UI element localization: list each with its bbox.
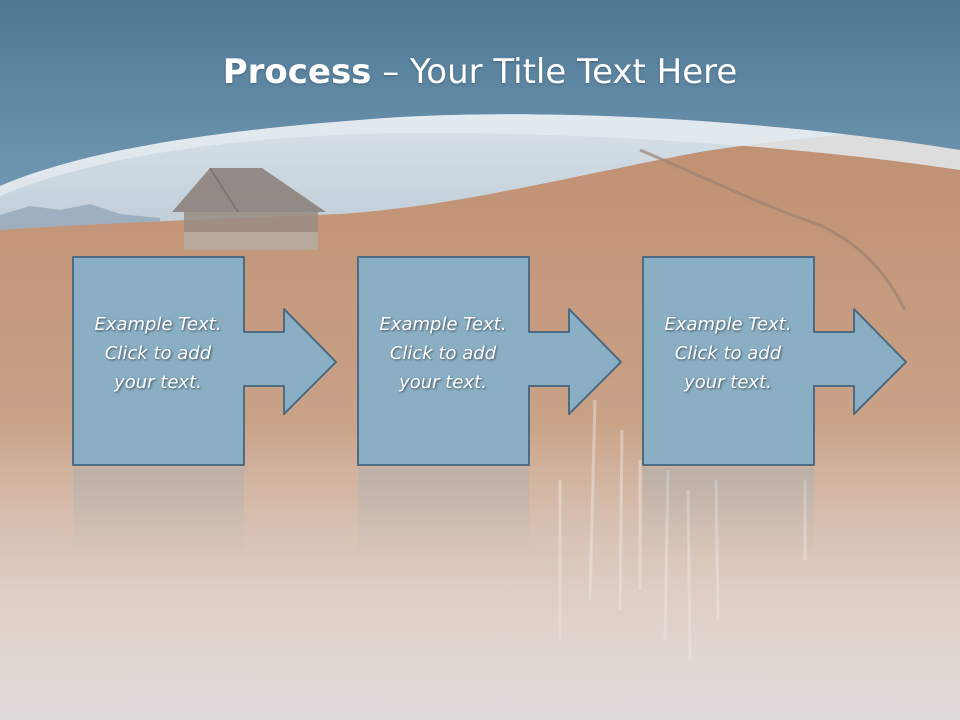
slide-title[interactable]: Process – Your Title Text Here xyxy=(0,52,960,92)
title-bold: Process xyxy=(222,52,372,92)
fence xyxy=(639,148,907,311)
step-2-text[interactable]: Example Text. Click to add your text. xyxy=(357,310,529,397)
process-arrow-icon xyxy=(642,256,907,466)
process-step-3[interactable]: Example Text. Click to add your text. xyxy=(642,256,910,466)
step-1-line-3: your text. xyxy=(114,372,202,393)
step-3-text[interactable]: Example Text. Click to add your text. xyxy=(642,310,814,397)
step-2-line-1: Example Text. xyxy=(379,314,507,335)
process-step-1[interactable]: Example Text. Click to add your text. xyxy=(72,256,340,466)
header-curve-highlight xyxy=(0,114,960,196)
step-2-line-3: your text. xyxy=(399,372,487,393)
step-1-line-2: Click to add xyxy=(104,343,212,364)
process-step-2-reflection xyxy=(357,468,625,558)
barn-icon xyxy=(172,167,326,250)
header-band xyxy=(0,0,960,186)
process-arrow-icon xyxy=(72,256,337,466)
step-2-line-2: Click to add xyxy=(389,343,497,364)
step-1-line-1: Example Text. xyxy=(94,314,222,335)
step-1-text[interactable]: Example Text. Click to add your text. xyxy=(72,310,244,397)
process-step-2[interactable]: Example Text. Click to add your text. xyxy=(357,256,625,466)
process-step-1-reflection xyxy=(72,468,340,558)
step-3-line-2: Click to add xyxy=(674,343,782,364)
process-step-3-reflection xyxy=(642,468,910,558)
title-rest: – Your Title Text Here xyxy=(371,52,738,92)
step-3-line-1: Example Text. xyxy=(664,314,792,335)
process-arrow-icon xyxy=(357,256,622,466)
step-3-line-3: your text. xyxy=(684,372,772,393)
